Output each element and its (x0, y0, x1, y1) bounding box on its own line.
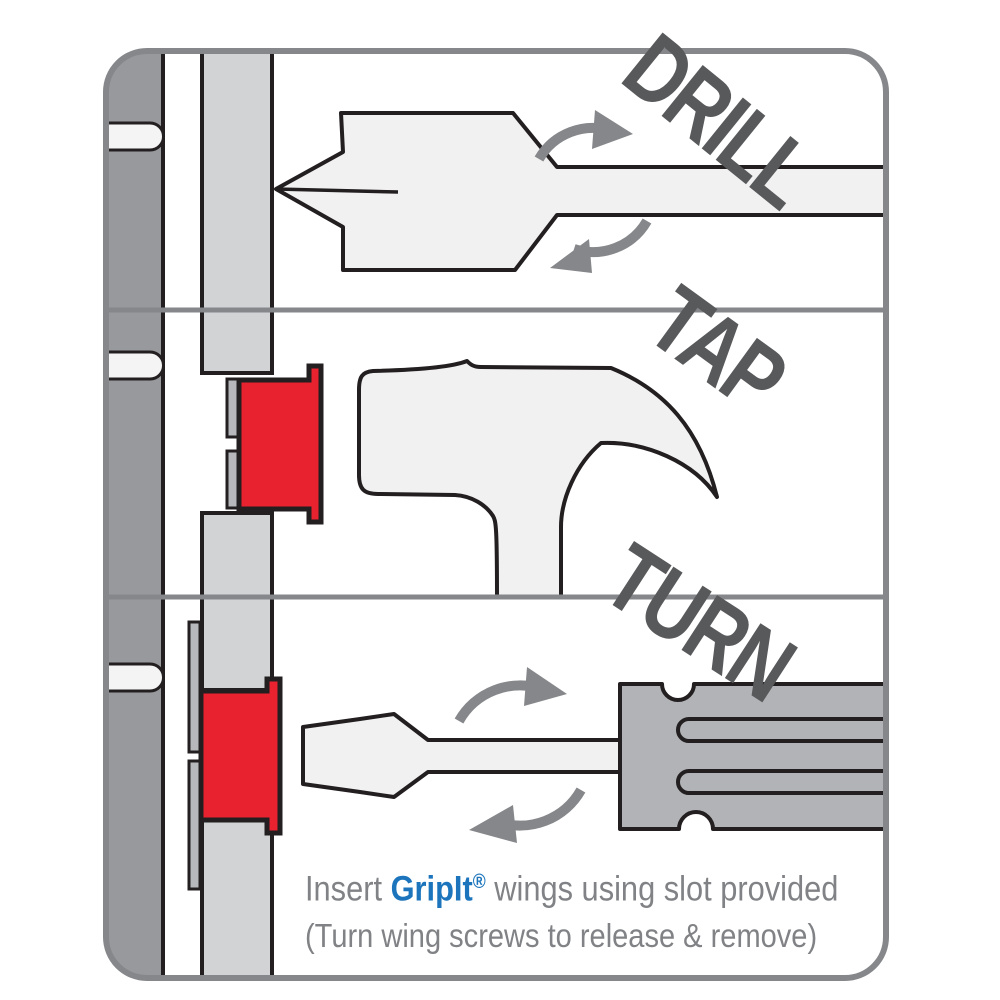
anchor-body (236, 363, 324, 525)
plasterboard-lower (200, 818, 274, 976)
wall-hole-top (108, 121, 165, 152)
caption-line-1: Insert GripIt® wings using slot provided (305, 858, 838, 914)
spade-drill-bit-icon (274, 111, 884, 272)
tap-step-graphic (225, 359, 719, 595)
clockwise-rotation-arrow-icon (454, 667, 586, 843)
handle-groove-bottom (676, 769, 884, 795)
wall-stud-strip (108, 53, 162, 976)
rotation-arrowhead-bottom (550, 239, 592, 273)
caption: Insert GripIt® wings using slot provided… (305, 858, 838, 958)
gripit-anchor-installed (187, 620, 283, 891)
plasterboard-middle (200, 511, 274, 692)
anchor-wing-open-bottom (187, 759, 202, 891)
drill-spur-edge-line (275, 187, 399, 194)
wall-cross-section (108, 53, 274, 976)
drill-step-graphic (274, 110, 884, 273)
turn-step-graphic (187, 620, 884, 891)
anchor-wing-open-top (187, 620, 202, 754)
caption-prefix: Insert (305, 869, 391, 909)
rotation-arrowhead-top (592, 110, 633, 149)
wall-hole-middle (108, 350, 165, 381)
rotation-arrowhead-bottom (469, 805, 517, 843)
anchor-body (198, 676, 283, 836)
gripit-anchor-partially-inserted (225, 363, 324, 525)
frame-border (103, 48, 889, 981)
hammer-icon (357, 359, 719, 595)
screwdriver-blade (301, 712, 642, 799)
caption-suffix: wings using slot provided (485, 869, 839, 909)
caption-line-2: (Turn wing screws to release & remove) (305, 916, 818, 954)
handle-groove-top (676, 717, 884, 743)
brand-name: GripIt (390, 869, 473, 909)
plasterboard-upper (200, 53, 274, 375)
clockwise-rotation-arrow-icon (534, 110, 652, 273)
registered-trademark-symbol: ® (472, 871, 486, 893)
screwdriver-icon (301, 682, 884, 831)
rotation-arrowhead-top (524, 667, 567, 706)
wall-hole-bottom (108, 662, 165, 693)
